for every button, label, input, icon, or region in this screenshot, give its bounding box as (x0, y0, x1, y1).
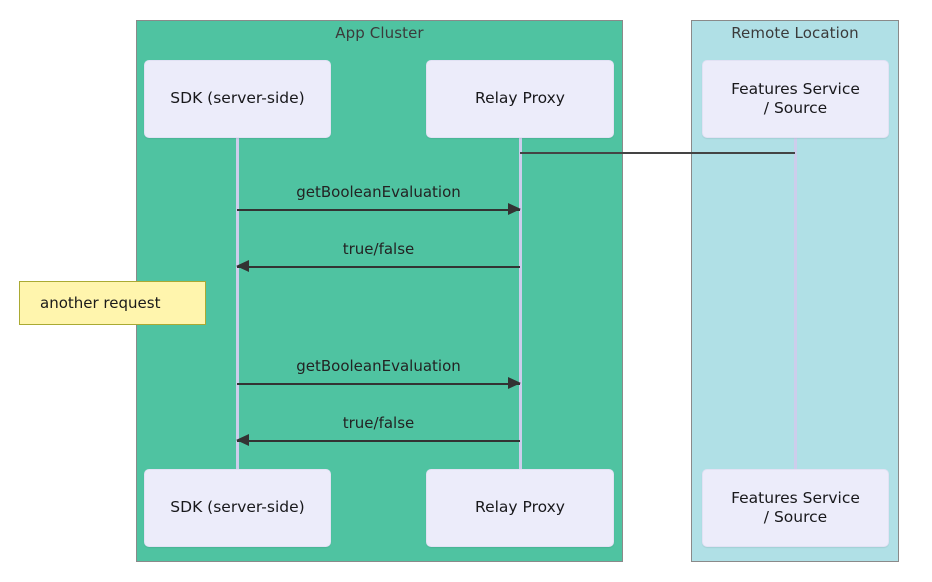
note-another-request-text: another request (40, 294, 161, 312)
participant-relay-proxy-bottom[interactable]: Relay Proxy (426, 469, 614, 547)
message-4-arrowhead-icon (236, 434, 249, 446)
message-4-label: true/false (342, 414, 415, 432)
message-1-get-boolean-evaluation: getBooleanEvaluation (237, 183, 521, 215)
message-3-label: getBooleanEvaluation (296, 357, 461, 375)
message-2-line (237, 266, 520, 268)
group-remote-location-label: Remote Location (731, 24, 859, 42)
participant-sdk-top[interactable]: SDK (server-side) (144, 60, 331, 138)
connector-relay-to-features-service (520, 152, 795, 154)
participant-features-service-top[interactable]: Features Service / Source (702, 60, 889, 138)
message-2-arrowhead-icon (236, 260, 249, 272)
lifeline-sdk (236, 137, 239, 471)
note-another-request[interactable]: another request (19, 281, 206, 325)
message-1-line (237, 209, 520, 211)
message-3-arrowhead-icon (508, 377, 521, 389)
participant-sdk-bottom[interactable]: SDK (server-side) (144, 469, 331, 547)
participant-sdk-bottom-label: SDK (server-side) (170, 498, 305, 517)
message-4-line (237, 440, 520, 442)
participant-features-service-bottom[interactable]: Features Service / Source (702, 469, 889, 547)
group-app-cluster-label: App Cluster (335, 24, 424, 42)
participant-relay-proxy-bottom-label: Relay Proxy (475, 498, 565, 517)
message-4-true-false: true/false (236, 414, 520, 446)
message-3-line (237, 383, 520, 385)
participant-features-service-top-label-line2: / Source (763, 99, 828, 117)
message-1-arrowhead-icon (508, 203, 521, 215)
participant-relay-proxy-top-label: Relay Proxy (475, 89, 565, 108)
message-2-true-false: true/false (236, 240, 520, 272)
participant-features-service-bottom-label-line1: Features Service (731, 488, 860, 507)
participant-relay-proxy-top[interactable]: Relay Proxy (426, 60, 614, 138)
participant-features-service-bottom-label-line2: / Source (763, 508, 828, 526)
message-1-label: getBooleanEvaluation (296, 183, 461, 201)
participant-features-service-bottom-label: Features Service / Source (731, 489, 860, 528)
lifeline-relay (519, 137, 522, 471)
message-2-label: true/false (342, 240, 415, 258)
participant-features-service-top-label-line1: Features Service (731, 79, 860, 98)
message-3-get-boolean-evaluation: getBooleanEvaluation (237, 357, 521, 389)
participant-sdk-top-label: SDK (server-side) (170, 89, 305, 108)
participant-features-service-top-label: Features Service / Source (731, 80, 860, 119)
lifeline-features (794, 137, 797, 471)
